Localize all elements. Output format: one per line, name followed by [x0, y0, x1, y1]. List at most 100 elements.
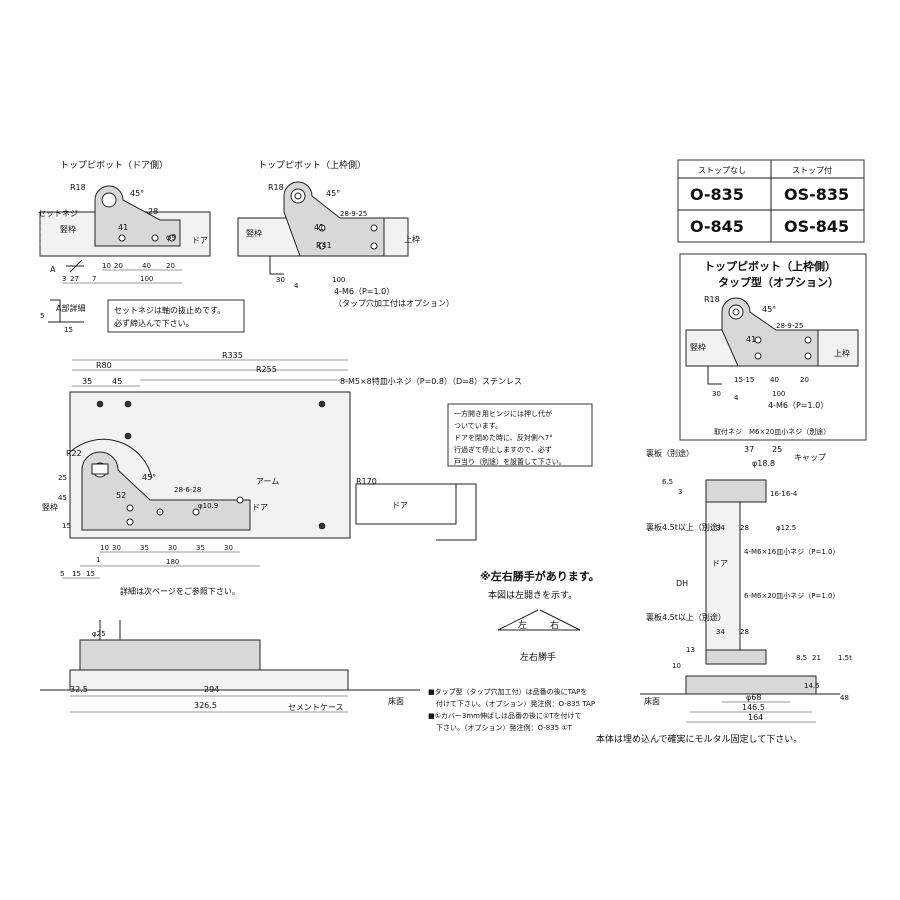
- pivot-axis-hole: [101, 192, 117, 208]
- svg-text:13: 13: [686, 646, 695, 654]
- svg-text:キャップ: キャップ: [794, 453, 826, 462]
- svg-text:R18: R18: [268, 183, 284, 192]
- svg-text:竪枠: 竪枠: [246, 228, 262, 238]
- svg-text:15: 15: [62, 522, 71, 530]
- svg-text:6.5: 6.5: [662, 478, 673, 486]
- svg-text:28: 28: [740, 628, 749, 636]
- svg-text:164: 164: [748, 713, 763, 722]
- svg-text:詳細は次ページをご参照下さい。: 詳細は次ページをご参照下さい。: [120, 586, 240, 596]
- pivot-door-view: トップピボット（ドア側） R18 45° セットネジ 竪枠 ドア 41 28 φ…: [38, 159, 211, 284]
- svg-text:本図は左開きを示す。: 本図は左開きを示す。: [488, 589, 577, 601]
- pivot-frame-view: トップピボット（上枠側） R18 45° 41 R41 28-9-25 竪枠 上…: [237, 159, 454, 308]
- svg-text:48: 48: [840, 694, 849, 702]
- svg-text:ドア: ドア: [192, 236, 208, 245]
- svg-text:R41: R41: [316, 241, 332, 250]
- svg-text:φ68: φ68: [746, 693, 761, 702]
- svg-text:右: 右: [550, 619, 559, 631]
- svg-text:35: 35: [82, 377, 92, 386]
- svg-text:3: 3: [678, 488, 682, 496]
- svg-text:5: 5: [60, 570, 64, 578]
- svg-text:R22: R22: [66, 449, 82, 458]
- svg-text:32.5: 32.5: [70, 685, 88, 694]
- svg-text:φ10.9: φ10.9: [198, 502, 218, 510]
- svg-text:下さい。（オプション）発注例：O-835 ①T: 下さい。（オプション）発注例：O-835 ①T: [436, 723, 573, 732]
- svg-text:180: 180: [166, 558, 179, 566]
- svg-text:O-835: O-835: [690, 185, 744, 204]
- svg-text:左: 左: [518, 619, 527, 631]
- svg-text:アーム: アーム: [256, 477, 279, 486]
- svg-text:45: 45: [58, 494, 67, 502]
- svg-text:O-845: O-845: [690, 217, 744, 236]
- svg-text:ドア: ドア: [712, 559, 728, 568]
- svg-text:15: 15: [72, 570, 81, 578]
- svg-text:41: 41: [314, 223, 324, 232]
- svg-text:4: 4: [734, 394, 739, 402]
- svg-text:20: 20: [166, 262, 175, 270]
- svg-text:21: 21: [812, 654, 821, 662]
- svg-text:裏板（別途）: 裏板（別途）: [646, 448, 694, 458]
- svg-text:28-6-28: 28-6-28: [174, 486, 201, 494]
- svg-text:6-M6×20皿小ネジ（P=1.0）: 6-M6×20皿小ネジ（P=1.0）: [744, 591, 839, 600]
- a-detail: A部詳細 5 15 セットネジは軸の抜止めです。 必ず締込んで下さい。: [40, 299, 245, 334]
- svg-text:37: 37: [744, 445, 754, 454]
- svg-text:30: 30: [168, 544, 177, 552]
- svg-text:326.5: 326.5: [194, 701, 217, 710]
- svg-text:10: 10: [100, 544, 109, 552]
- pivot-door-title: トップピボット（ドア側）: [60, 159, 168, 171]
- svg-text:A: A: [50, 265, 56, 274]
- svg-text:裏板4.5t以上（別途）: 裏板4.5t以上（別途）: [646, 612, 726, 622]
- svg-text:R18: R18: [70, 183, 86, 192]
- svg-text:φ9: φ9: [166, 233, 176, 242]
- svg-text:戸当り（別途）を設置して下さい。: 戸当り（別途）を設置して下さい。: [454, 457, 566, 466]
- arm-plate: [81, 451, 251, 531]
- svg-text:40: 40: [770, 376, 779, 384]
- svg-text:28: 28: [148, 207, 158, 216]
- svg-text:34: 34: [716, 524, 725, 532]
- svg-text:20: 20: [800, 376, 809, 384]
- svg-text:トップピボット（上枠側）: トップピボット（上枠側）: [258, 159, 366, 171]
- svg-text:5: 5: [40, 312, 44, 320]
- svg-text:R335: R335: [222, 351, 243, 360]
- svg-text:R80: R80: [96, 361, 112, 370]
- svg-text:40: 40: [142, 262, 151, 270]
- svg-text:41: 41: [118, 223, 128, 232]
- tap-type-view: トップピボット（上枠側） タップ型（オプション） R18 45° 41 28-9…: [679, 253, 867, 441]
- svg-text:100: 100: [332, 276, 345, 284]
- svg-text:OS-845: OS-845: [784, 217, 849, 236]
- svg-text:左右勝手: 左右勝手: [520, 651, 556, 663]
- svg-text:φ18.8: φ18.8: [752, 459, 775, 468]
- svg-text:25: 25: [58, 474, 67, 482]
- order-notes: ■タップ型（タップ穴加工付）は品番の後にTAPを 付けて下さい。（オプション）発…: [428, 687, 802, 745]
- svg-text:セメントケース: セメントケース: [288, 703, 343, 712]
- svg-text:4-M6×16皿小ネジ（P=1.0）: 4-M6×16皿小ネジ（P=1.0）: [744, 547, 839, 556]
- svg-text:裏板4.5t以上（別途）: 裏板4.5t以上（別途）: [646, 522, 726, 532]
- svg-text:34: 34: [716, 628, 725, 636]
- elevation-view: 裏板（別途） 37 25 φ18.8 キャップ 6.5 3 16-16-4 裏板…: [640, 445, 852, 723]
- handedness-diagram: ※左右勝手があります。 本図は左開きを示す。 左 右 左右勝手: [480, 569, 600, 663]
- svg-text:竪枠: 竪枠: [60, 224, 76, 234]
- svg-text:A部詳細: A部詳細: [56, 303, 85, 313]
- svg-text:35: 35: [196, 544, 205, 552]
- svg-text:8-M5×8特皿小ネジ（P=0.8）（D=8）ステンレス: 8-M5×8特皿小ネジ（P=0.8）（D=8）ステンレス: [340, 376, 522, 386]
- svg-text:タップ型（オプション）: タップ型（オプション）: [718, 275, 839, 289]
- svg-text:1: 1: [96, 556, 100, 564]
- svg-text:ドア: ドア: [392, 501, 408, 510]
- svg-text:■タップ型（タップ穴加工付）は品番の後にTAPを: ■タップ型（タップ穴加工付）は品番の後にTAPを: [428, 687, 587, 696]
- svg-text:20: 20: [114, 262, 123, 270]
- svg-text:146.5: 146.5: [742, 703, 765, 712]
- svg-text:ついています。: ついています。: [454, 422, 502, 430]
- svg-text:■①カバー3mm伸ばしは品番の後に①Tを付けて: ■①カバー3mm伸ばしは品番の後に①Tを付けて: [428, 711, 582, 720]
- pivot-plate-frame: [283, 181, 385, 257]
- svg-text:27: 27: [70, 275, 79, 283]
- svg-text:30: 30: [276, 276, 285, 284]
- svg-text:15: 15: [64, 326, 73, 334]
- svg-text:ドアを閉めた時に、反対側へ7°: ドアを閉めた時に、反対側へ7°: [454, 433, 553, 442]
- svg-text:15-15: 15-15: [734, 376, 754, 384]
- svg-text:45°: 45°: [130, 189, 144, 198]
- svg-text:床面: 床面: [644, 696, 660, 706]
- svg-text:45°: 45°: [762, 305, 776, 314]
- svg-text:DH: DH: [676, 579, 688, 588]
- svg-text:（タップ穴加工付はオプション）: （タップ穴加工付はオプション）: [334, 298, 454, 308]
- svg-text:セットネジは軸の抜止めです。: セットネジは軸の抜止めです。: [114, 305, 225, 315]
- svg-text:床面: 床面: [388, 696, 404, 706]
